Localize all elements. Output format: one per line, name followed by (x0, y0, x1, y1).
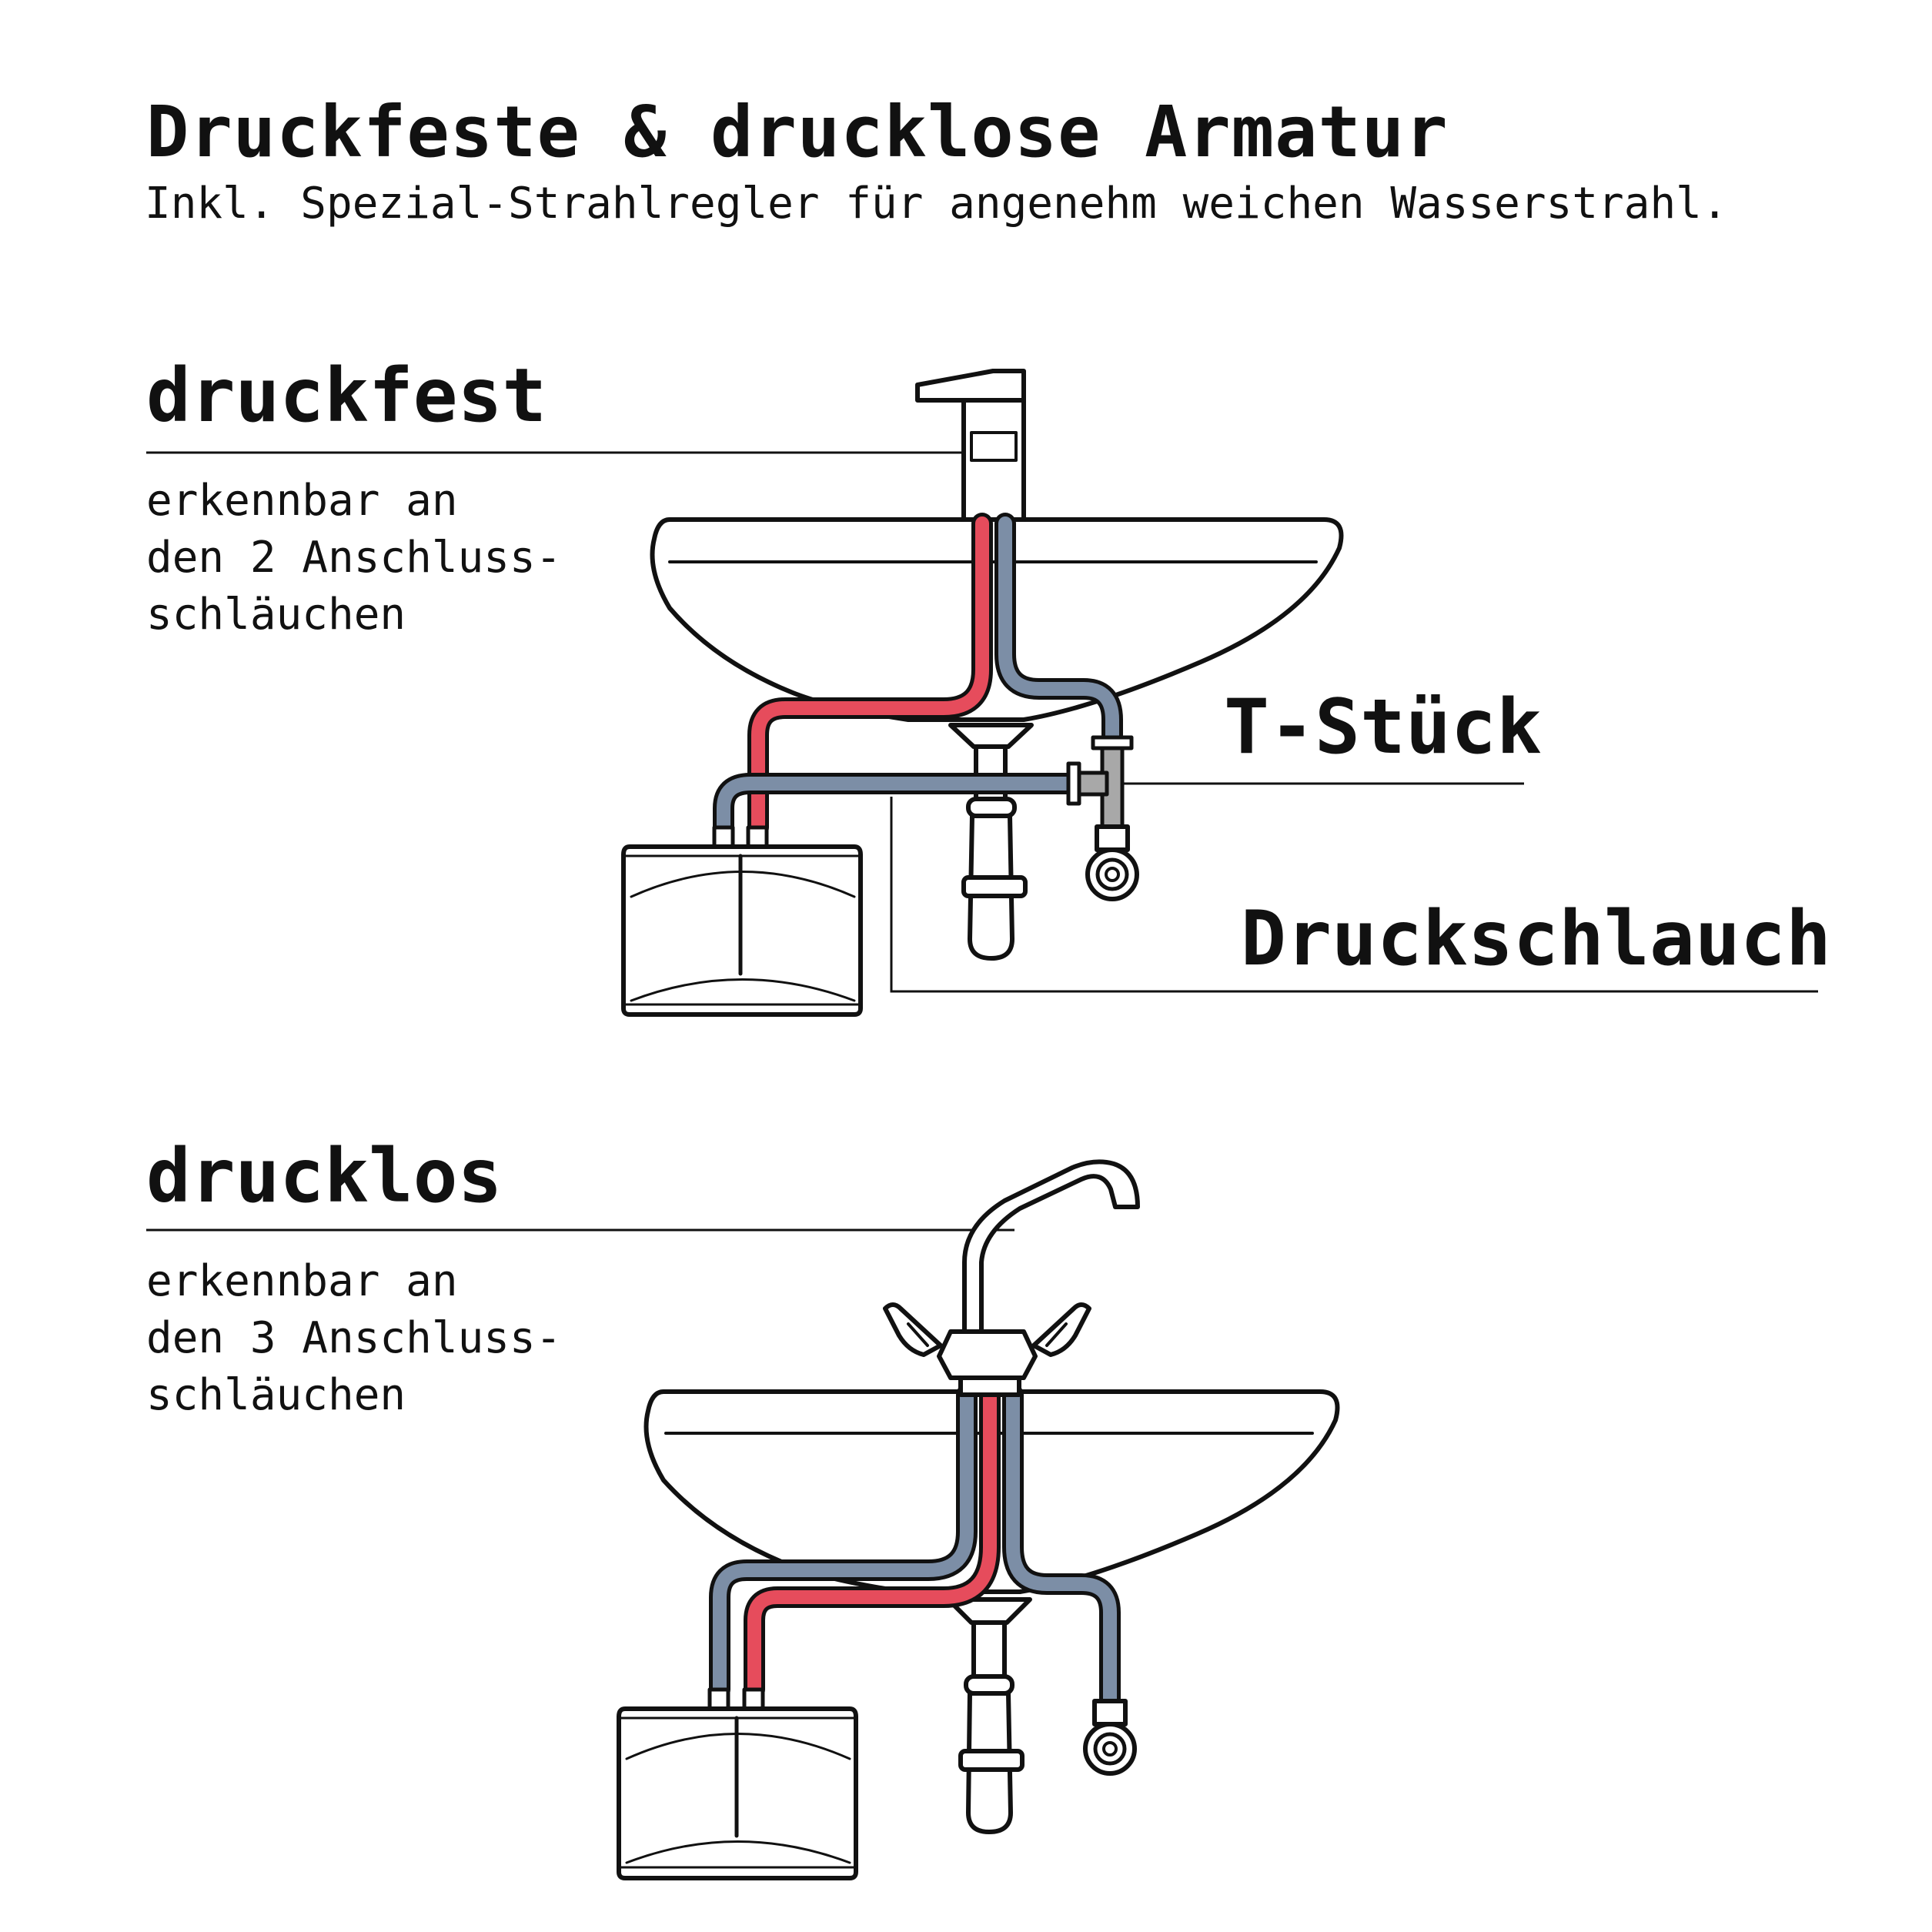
callout-t-piece: T-Stück (1224, 684, 1543, 771)
diagram-druckfest (621, 369, 1344, 1017)
description-line: den 3 Anschluss- (146, 1313, 562, 1363)
section-description-druckfest: erkennbar an den 2 Anschluss- schläuchen (146, 473, 561, 643)
cold-hose-2a (709, 1384, 978, 1700)
section-heading-drucklos: drucklos (146, 1133, 503, 1219)
faucet-two-handle (883, 1159, 1140, 1397)
faucet-single-lever (915, 369, 1026, 522)
description-line: schläuchen (146, 1370, 406, 1420)
leader-line-pressure-hose (890, 797, 1818, 993)
angle-valve-1 (1085, 824, 1139, 901)
description-line: schläuchen (146, 590, 406, 640)
description-line: erkennbar an (146, 1256, 458, 1306)
page-subtitle: Inkl. Spezial-Strahlregler für angenehm … (145, 179, 1728, 229)
description-line: erkennbar an (146, 476, 458, 526)
page-title: Druckfeste & drucklose Armatur (146, 91, 1449, 173)
water-heater-2 (617, 1687, 858, 1880)
section-heading-druckfest: druckfest (146, 353, 547, 439)
cold-hose-1 (994, 513, 1123, 746)
callout-pressure-hose: Druckschlauch (1241, 895, 1832, 983)
angle-valve-2 (1083, 1699, 1137, 1776)
drain-siphon-1 (948, 723, 1034, 961)
hot-hose-2 (744, 1384, 1001, 1700)
drain-siphon-2 (946, 1597, 1032, 1834)
t-piece (1066, 735, 1134, 829)
hot-hose-1 (747, 513, 993, 838)
cold-hose-2b (1002, 1384, 1121, 1712)
diagram-drucklos (617, 1159, 1340, 1880)
pressure-hose-1 (713, 773, 1085, 838)
section-description-drucklos: erkennbar an den 3 Anschluss- schläuchen (146, 1253, 561, 1424)
leader-lines (146, 451, 1818, 1232)
water-heater-1 (621, 825, 863, 1017)
description-line: den 2 Anschluss- (146, 533, 562, 583)
